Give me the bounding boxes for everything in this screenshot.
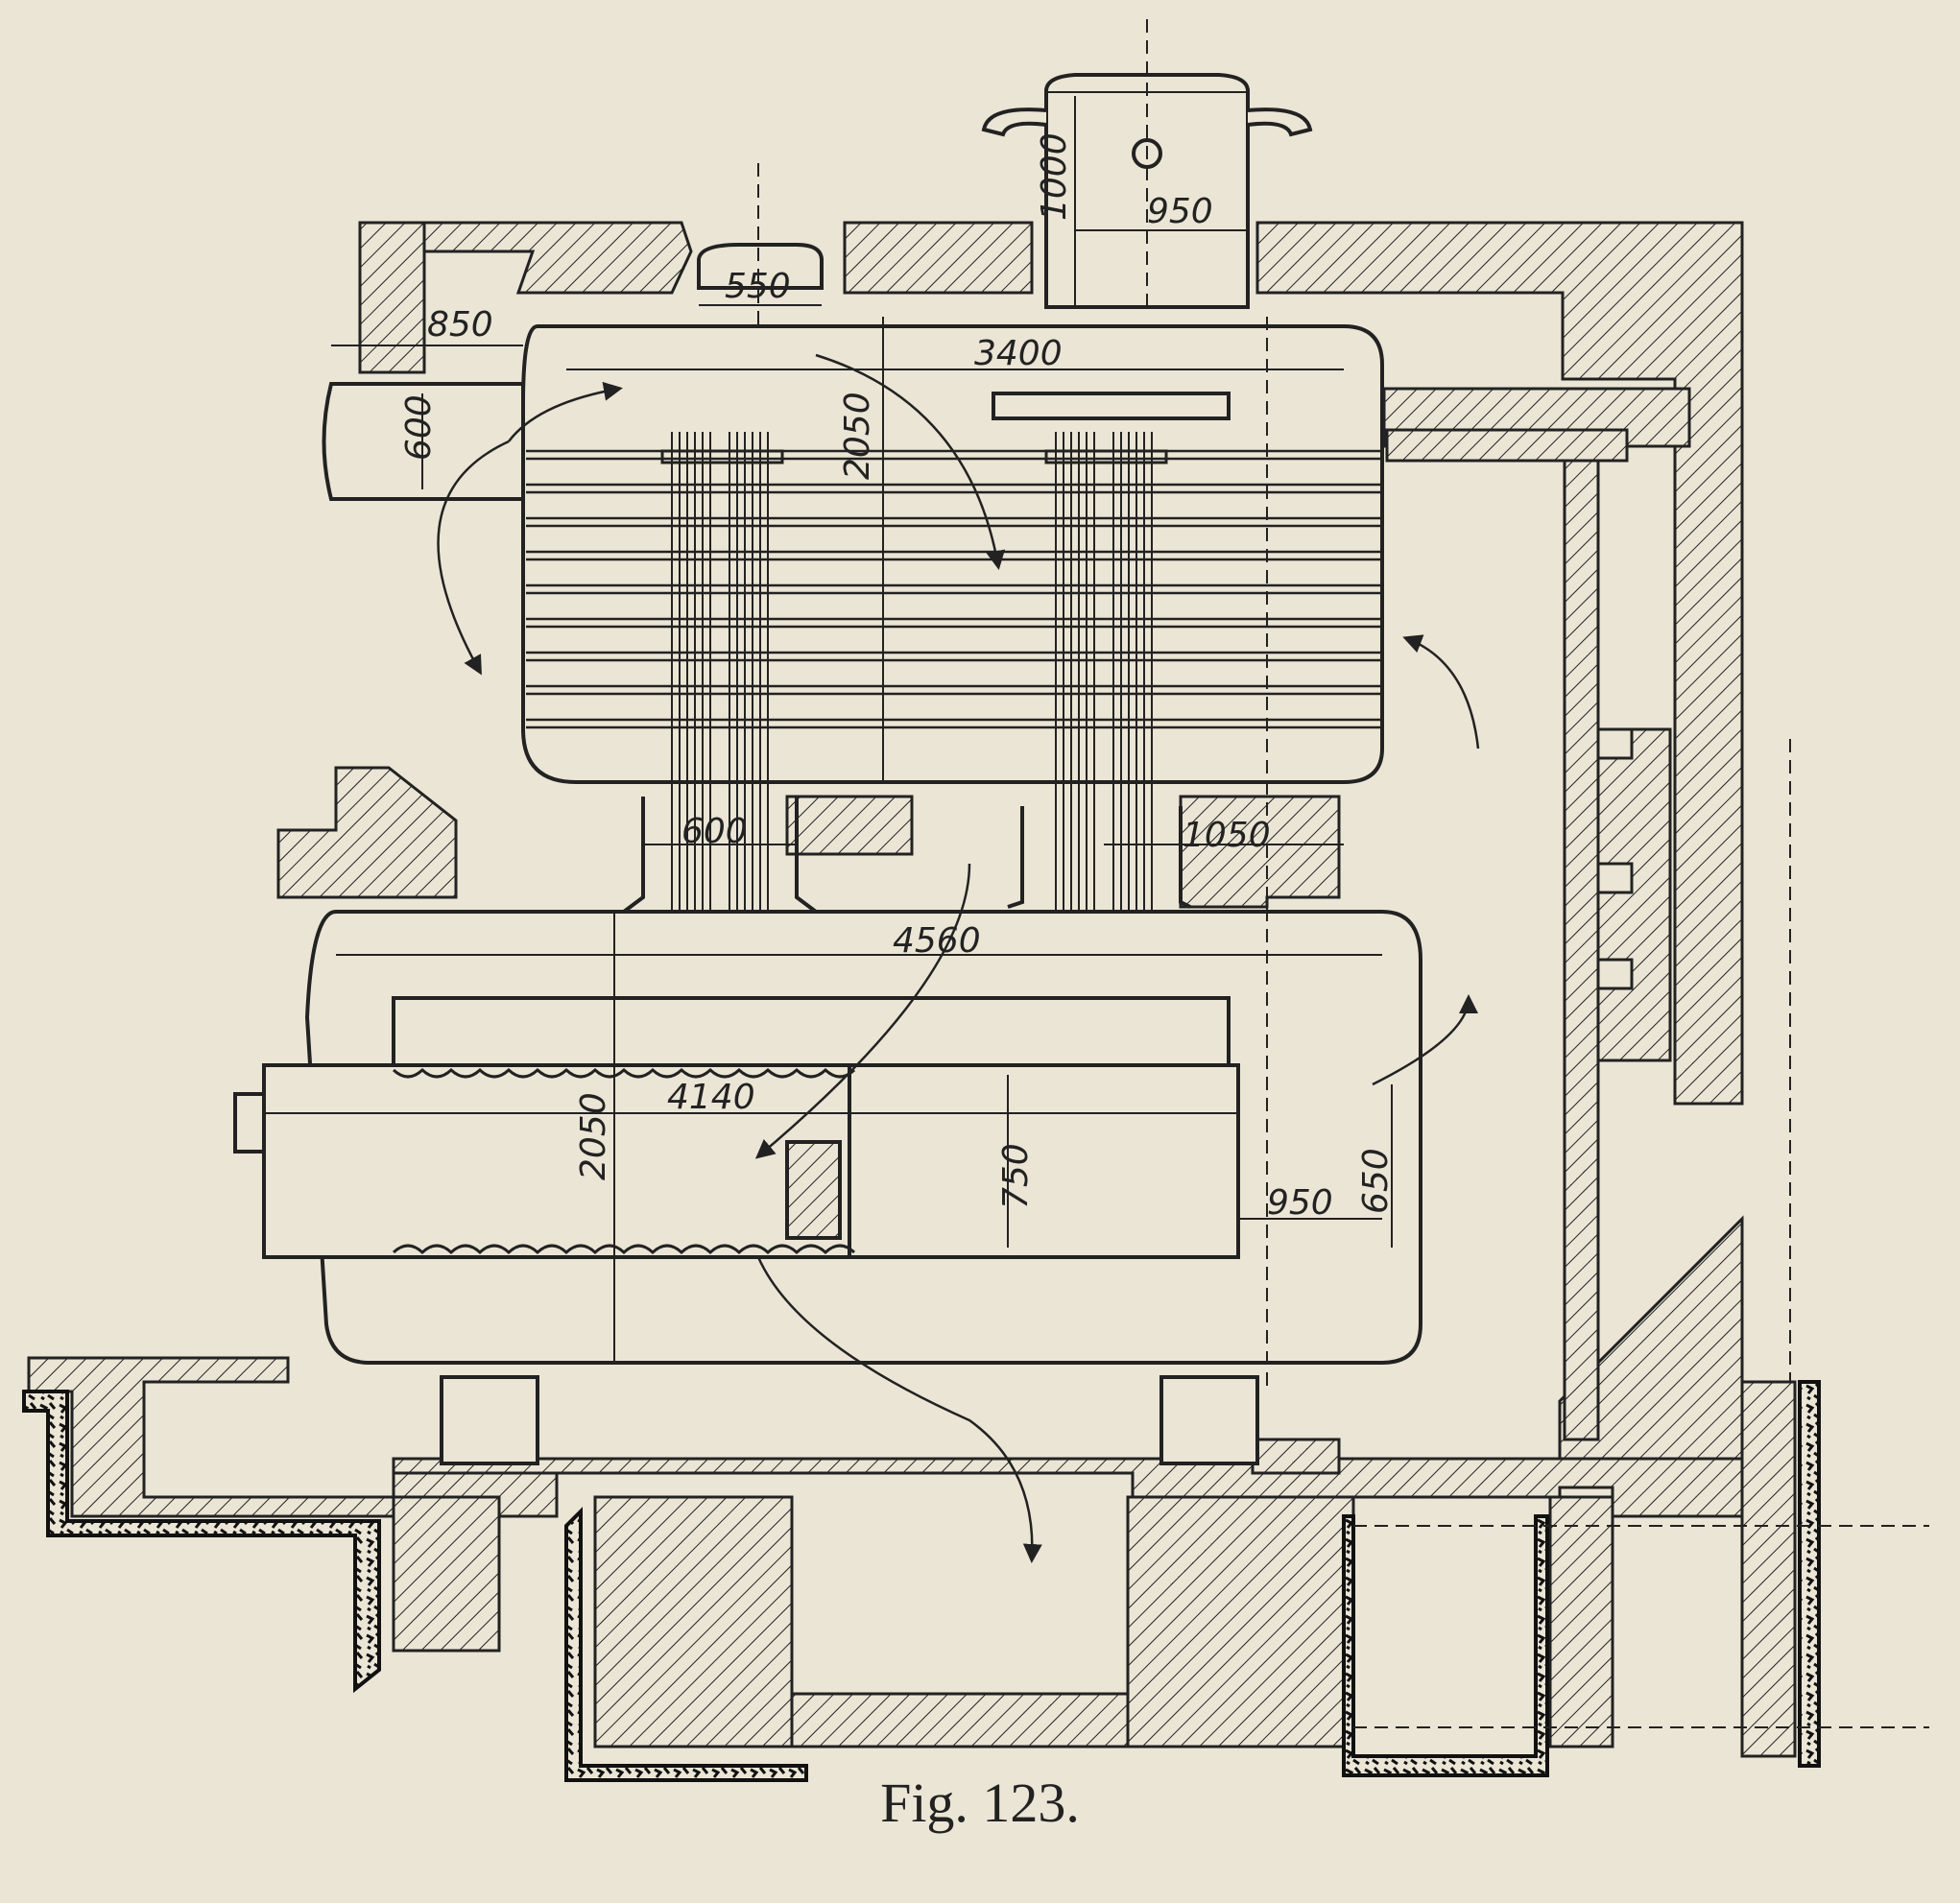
dim-950-top: 950 [1147,192,1213,231]
masonry [27,221,1797,1758]
drum-supports [440,1375,1259,1465]
ground-earth [22,1380,1821,1782]
figure-caption: Fig. 123. [880,1772,1080,1834]
dim-650: 650 [1356,1148,1396,1214]
dim-4560: 4560 [893,921,981,961]
dim-600-left: 600 [399,394,439,461]
dim-1000: 1000 [1035,132,1074,221]
dimension-lines [264,96,1393,1363]
dim-2050-lower: 2050 [574,1092,613,1180]
dim-2050-upper: 2050 [838,392,877,480]
dim-750: 750 [996,1143,1036,1209]
dim-1050: 1050 [1183,816,1271,855]
dim-3400: 3400 [974,334,1063,373]
dim-850: 850 [427,305,493,345]
dim-550: 550 [725,267,791,306]
dim-4140: 4140 [667,1078,755,1117]
corrugations [392,1067,856,1255]
drum-connectors [622,797,1191,914]
center-lines [757,19,1929,1728]
lower-drum [233,910,1422,1365]
dim-950-bottom: 950 [1267,1183,1333,1223]
dim-600-mid: 600 [681,812,748,851]
dimension-labels: 1000 950 550 850 3400 600 2050 600 1050 … [399,132,1396,1223]
